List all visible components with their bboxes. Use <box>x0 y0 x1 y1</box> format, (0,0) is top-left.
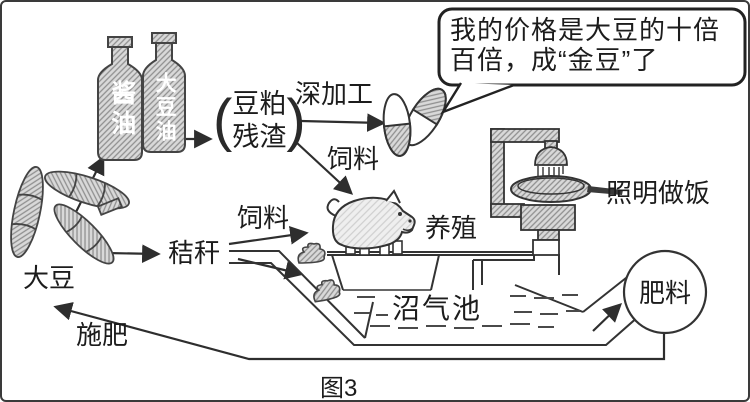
biogas-pool-label: 沼气池 <box>392 293 483 324</box>
stove-pedestal <box>537 229 560 241</box>
gas-lamp-icon <box>534 146 568 166</box>
bubble-line-2: 百倍，成“金豆”了 <box>450 44 659 75</box>
deep-processing-label: 深加工 <box>295 79 374 109</box>
bottle-icon <box>142 42 186 153</box>
arrow-soybean-to-straw <box>105 244 161 264</box>
frying-pan-icon <box>510 175 592 203</box>
arrow-straw-to-pit <box>237 257 304 280</box>
pan-inner-rim <box>517 177 585 195</box>
soybean-label: 大豆 <box>23 263 76 293</box>
soybean-oil-bottle-label: 大豆油 <box>153 72 177 144</box>
pod-stem <box>96 197 123 217</box>
stove-duct-lines <box>472 254 560 290</box>
slurry-dashes <box>354 294 580 329</box>
dung-icon <box>297 242 341 303</box>
lamp-fringe <box>537 166 564 180</box>
bottle-icon <box>97 46 143 161</box>
flow-arrows <box>53 113 666 361</box>
channel-bottom-and-pit-floor <box>229 262 640 346</box>
bottles <box>97 32 186 161</box>
feed-from-residue-label: 饲料 <box>327 144 380 174</box>
speech-bubble-icon <box>437 7 747 115</box>
pig-body <box>331 196 416 250</box>
stove-duct-box <box>532 239 560 256</box>
pig-eye <box>398 212 402 216</box>
bubble-line-1: 我的价格是大豆的十倍 <box>450 15 721 45</box>
pig-mouth <box>402 227 414 232</box>
arrow-feed-straw-to-pig <box>228 225 309 246</box>
residue-line-1: 豆粕 <box>232 89 287 120</box>
pig-platform <box>327 251 533 256</box>
speech-bubble-text: 我的价格是大豆的十倍 百倍，成“金豆”了 <box>450 15 738 76</box>
circle-icon <box>622 249 708 335</box>
fertilizer-label: 肥料 <box>639 278 692 308</box>
capsule-pills-icon <box>382 87 447 157</box>
pit-left-wall <box>364 301 374 339</box>
feed-from-straw-label: 饲料 <box>237 203 290 233</box>
sauce-bottle-cap <box>107 36 133 48</box>
channel-top-line <box>229 250 366 339</box>
hopper-left <box>331 254 344 291</box>
pan-handle <box>587 186 623 195</box>
residue-line-2: 残渣 <box>232 122 287 153</box>
residue-paren-close: ) <box>286 88 306 153</box>
hopper-right <box>430 254 440 291</box>
arrow-deep-processing <box>300 113 386 132</box>
arrow-pit-to-fertilizer <box>592 303 623 332</box>
outlet-chute-top <box>582 273 632 313</box>
bean-pods-icon <box>10 166 130 265</box>
gas-pipe-top <box>490 128 560 143</box>
meal-residue-label: ( 豆粕 残渣 ) <box>213 88 306 155</box>
apply-fertilizer-label: 施肥 <box>76 320 129 350</box>
arrow-feed-residue-to-pig <box>296 142 354 195</box>
stove-assembly <box>490 128 623 256</box>
arrow-apply-fertilizer-return <box>53 302 666 361</box>
oil-bottle-cap <box>151 32 177 44</box>
breeding-label: 养殖 <box>425 213 478 243</box>
straw-label: 秸秆 <box>168 238 221 268</box>
lighting-cooking-label: 照明做饭 <box>606 178 711 208</box>
soy-sauce-bottle-label: 酱油 <box>107 80 136 140</box>
pig-tail <box>326 198 340 217</box>
pig-nostril <box>408 219 412 223</box>
gas-pipe-elbow <box>490 203 525 218</box>
pig-ear <box>385 189 401 204</box>
figure-caption: 图3 <box>320 375 358 402</box>
pig-icon <box>326 189 416 256</box>
residue-paren-open: ( <box>213 88 233 153</box>
stove-icon <box>520 204 576 231</box>
